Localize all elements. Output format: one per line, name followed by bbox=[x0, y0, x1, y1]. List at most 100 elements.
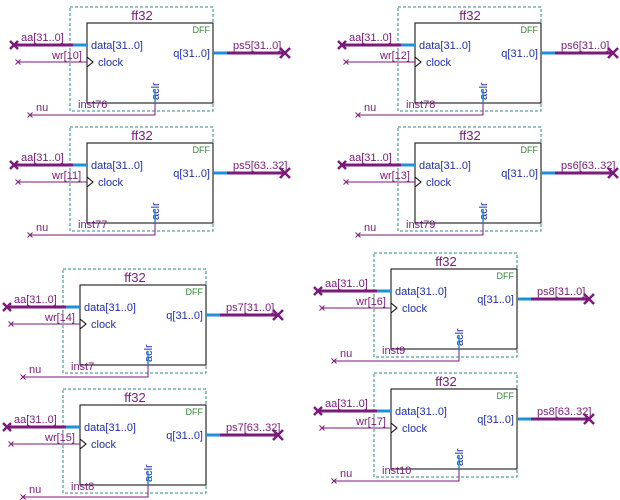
input-bus-terminal-icon bbox=[9, 40, 19, 50]
clock-wire-terminal-icon bbox=[8, 441, 14, 447]
write-enable-label: wr[11] bbox=[51, 170, 81, 182]
dff-type-label: DFF bbox=[521, 145, 539, 155]
output-bus-label: ps6[63..32] bbox=[561, 160, 615, 172]
output-bus-label: ps5[31..0] bbox=[233, 40, 281, 52]
nu-label: nu bbox=[29, 484, 41, 496]
output-bus-label: ps7[31..0] bbox=[226, 302, 274, 314]
dff-component-box bbox=[390, 268, 518, 350]
aclr-wire bbox=[30, 223, 156, 236]
output-bus-terminal-icon bbox=[279, 167, 291, 179]
aclr-pin-label: aclr bbox=[478, 82, 490, 100]
clock-pin-label: clock bbox=[402, 303, 428, 315]
ff32-block-inst7: ff32DFFaa[31..0]data[31..0]wr[14]clockq[… bbox=[2, 268, 284, 380]
ff32-block-inst79: ff32DFFaa[31..0]data[31..0]wr[13]clockq[… bbox=[337, 126, 619, 238]
clock-pin-label: clock bbox=[98, 57, 124, 69]
input-bus-terminal-icon bbox=[313, 286, 323, 296]
input-bus-label: aa[31..0] bbox=[349, 152, 392, 164]
input-bus-terminal-icon bbox=[2, 302, 12, 312]
aclr-wire-terminal-icon bbox=[331, 358, 337, 364]
input-bus-label: aa[31..0] bbox=[14, 294, 57, 306]
data-pin-label: data[31..0] bbox=[91, 160, 143, 172]
component-title: ff32 bbox=[435, 374, 456, 389]
aclr-pin-label: aclr bbox=[143, 464, 155, 482]
instance-id-label: inst78 bbox=[406, 99, 435, 111]
dff-type-label: DFF bbox=[193, 25, 211, 35]
dff-type-label: DFF bbox=[521, 25, 539, 35]
write-enable-label: wr[14] bbox=[44, 312, 75, 324]
q-pin-label: q[31..0] bbox=[166, 310, 203, 322]
component-title: ff32 bbox=[131, 128, 152, 143]
dff-component-box bbox=[79, 404, 207, 486]
input-bus-terminal-icon bbox=[9, 160, 19, 170]
aclr-wire-terminal-icon bbox=[355, 232, 361, 238]
clock-edge-icon bbox=[414, 56, 422, 68]
output-bus-terminal-icon bbox=[272, 429, 284, 441]
instance-id-label: inst7 bbox=[71, 361, 94, 373]
clock-edge-icon bbox=[79, 438, 87, 450]
nu-label: nu bbox=[36, 222, 48, 234]
input-bus-terminal-icon bbox=[2, 422, 12, 432]
input-bus-label: aa[31..0] bbox=[325, 398, 368, 410]
input-bus-terminal-icon bbox=[337, 160, 347, 170]
clock-wire-terminal-icon bbox=[343, 179, 349, 185]
output-bus-terminal-icon bbox=[272, 309, 284, 321]
output-bus-terminal-icon bbox=[607, 167, 619, 179]
input-bus-label: aa[31..0] bbox=[21, 152, 64, 164]
aclr-wire bbox=[23, 365, 149, 378]
instance-id-label: inst9 bbox=[382, 345, 405, 357]
dff-type-label: DFF bbox=[186, 287, 204, 297]
dff-component-box bbox=[414, 142, 542, 224]
aclr-wire-terminal-icon bbox=[331, 478, 337, 484]
clock-wire-terminal-icon bbox=[15, 59, 21, 65]
nu-label: nu bbox=[29, 364, 41, 376]
clock-pin-label: clock bbox=[402, 423, 428, 435]
aclr-pin-label: aclr bbox=[150, 82, 162, 100]
input-bus-label: aa[31..0] bbox=[349, 32, 392, 44]
aclr-wire bbox=[23, 485, 149, 498]
aclr-wire bbox=[334, 469, 460, 482]
q-pin-label: q[31..0] bbox=[166, 430, 203, 442]
dff-type-label: DFF bbox=[193, 145, 211, 155]
dff-component-box bbox=[86, 22, 214, 104]
aclr-pin-label: aclr bbox=[143, 344, 155, 362]
data-pin-label: data[31..0] bbox=[395, 286, 447, 298]
write-enable-label: wr[17] bbox=[355, 416, 386, 428]
output-bus-label: ps7[63..32] bbox=[226, 422, 280, 434]
nu-label: nu bbox=[340, 468, 352, 480]
aclr-wire-terminal-icon bbox=[355, 112, 361, 118]
dff-type-label: DFF bbox=[497, 271, 515, 281]
clock-pin-label: clock bbox=[426, 57, 452, 69]
dff-component-box bbox=[79, 284, 207, 366]
input-bus-label: aa[31..0] bbox=[325, 278, 368, 290]
aclr-pin-label: aclr bbox=[454, 328, 466, 346]
output-bus-terminal-icon bbox=[583, 293, 595, 305]
instance-id-label: inst76 bbox=[78, 99, 107, 111]
component-title: ff32 bbox=[459, 128, 480, 143]
write-enable-label: wr[12] bbox=[379, 50, 410, 62]
dff-component-box bbox=[414, 22, 542, 104]
clock-wire-terminal-icon bbox=[319, 425, 325, 431]
q-pin-label: q[31..0] bbox=[501, 48, 538, 60]
write-enable-label: wr[16] bbox=[355, 296, 386, 308]
nu-label: nu bbox=[36, 102, 48, 114]
output-bus-label: ps5[63..32] bbox=[233, 160, 287, 172]
input-bus-label: aa[31..0] bbox=[21, 32, 64, 44]
ff32-block-inst10: ff32DFFaa[31..0]data[31..0]wr[17]clockq[… bbox=[313, 372, 595, 484]
data-pin-label: data[31..0] bbox=[395, 406, 447, 418]
aclr-wire-terminal-icon bbox=[20, 494, 26, 500]
q-pin-label: q[31..0] bbox=[477, 414, 514, 426]
component-title: ff32 bbox=[131, 8, 152, 23]
dff-component-box bbox=[390, 388, 518, 470]
output-bus-terminal-icon bbox=[607, 47, 619, 59]
write-enable-label: wr[15] bbox=[44, 432, 75, 444]
component-title: ff32 bbox=[124, 270, 145, 285]
q-pin-label: q[31..0] bbox=[173, 48, 210, 60]
ff32-block-inst76: ff32DFFaa[31..0]data[31..0]wr[10]clockq[… bbox=[9, 6, 291, 118]
nu-label: nu bbox=[340, 348, 352, 360]
output-bus-label: ps6[31..0] bbox=[561, 40, 609, 52]
aclr-wire bbox=[358, 223, 484, 236]
clock-wire-terminal-icon bbox=[8, 321, 14, 327]
output-bus-label: ps8[31..0] bbox=[537, 286, 585, 298]
output-bus-terminal-icon bbox=[279, 47, 291, 59]
